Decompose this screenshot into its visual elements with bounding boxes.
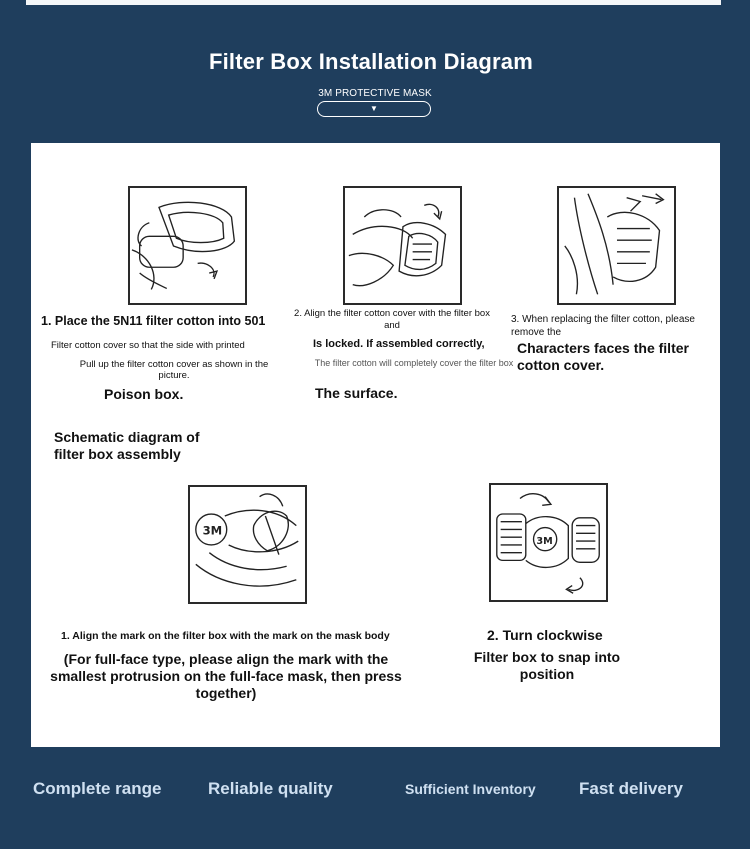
- footer-reliable-quality: Reliable quality: [208, 779, 333, 798]
- removing-filter-cotton-icon: [564, 193, 665, 295]
- step1-line4: Poison box.: [104, 386, 184, 402]
- hand-holding-filter-cotton-icon: [131, 201, 236, 290]
- step2-illustration: [343, 186, 462, 305]
- assembly-step1-illustration: 3M: [188, 485, 307, 604]
- page-title: Filter Box Installation Diagram: [208, 49, 534, 74]
- instruction-panel: 1. Place the 5N11 filter cotton into 501…: [31, 143, 720, 747]
- assembly-step1-note: (For full-face type, please align the ma…: [50, 651, 402, 701]
- step2-title: 2. Align the filter cotton cover with th…: [294, 308, 490, 331]
- down-arrow-icon: ▼: [370, 104, 378, 113]
- mask-alignment-icon: 3M: [195, 493, 299, 587]
- hands-locking-cover-icon: [348, 203, 447, 287]
- step2-line4: The surface.: [315, 385, 398, 401]
- assembly-step2-illustration: 3M: [489, 483, 608, 602]
- step3-illustration: [557, 186, 676, 305]
- assembly-heading: Schematic diagram of filter box assembly: [54, 429, 200, 462]
- step3-title: 3. When replacing the filter cotton, ple…: [511, 314, 695, 338]
- svg-text:3M: 3M: [536, 536, 552, 547]
- page-subtitle: 3M PROTECTIVE MASK: [318, 88, 432, 99]
- subtitle-pill: ▼: [317, 101, 431, 117]
- step3-line2: Characters faces the filter cotton cover…: [517, 340, 689, 373]
- footer-complete-range: Complete range: [33, 779, 162, 798]
- assembly-step2-title: 2. Turn clockwise: [487, 627, 603, 643]
- footer-fast-delivery: Fast delivery: [579, 779, 683, 798]
- assembly-step2-note: Filter box to snap into position: [473, 649, 621, 682]
- step1-illustration: [128, 186, 247, 305]
- step2-line3: The filter cotton will completely cover …: [314, 358, 514, 368]
- step1-line3: Pull up the filter cotton cover as shown…: [79, 359, 269, 381]
- top-white-strip: [26, 0, 721, 5]
- svg-text:3M: 3M: [203, 523, 223, 537]
- footer-sufficient-inventory: Sufficient Inventory: [405, 781, 536, 797]
- turn-clockwise-icon: 3M: [496, 493, 600, 594]
- step2-line2: Is locked. If assembled correctly,: [313, 338, 485, 350]
- step1-title: 1. Place the 5N11 filter cotton into 501: [41, 314, 266, 328]
- step1-line2: Filter cotton cover so that the side wit…: [51, 340, 245, 351]
- assembly-step1-title: 1. Align the mark on the filter box with…: [61, 630, 390, 642]
